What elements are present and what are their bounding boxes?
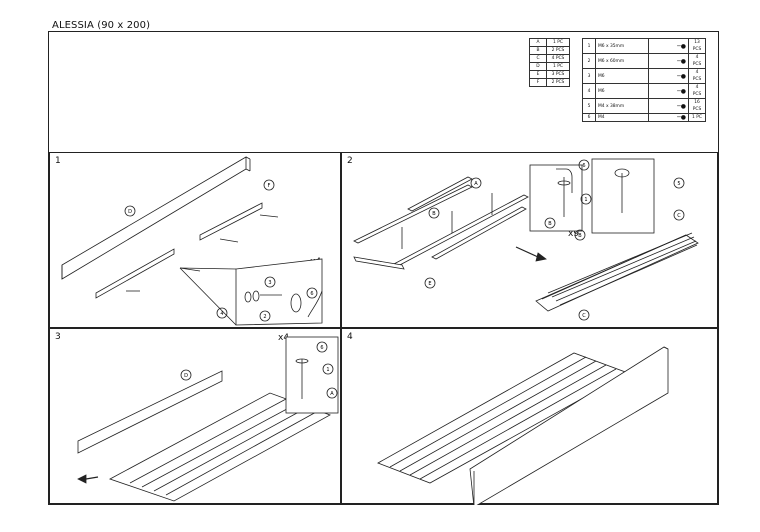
- callout-label: 1: [326, 367, 329, 373]
- part-letter: E: [529, 70, 547, 79]
- part-qty: 1 PC: [546, 38, 570, 47]
- step-number: 4: [347, 332, 353, 342]
- callout-label: 4: [220, 311, 223, 317]
- part-qty: 2 PCS: [546, 78, 570, 87]
- hardware-spec: M4 x 38mm: [595, 98, 649, 114]
- part-letter: C: [529, 54, 547, 63]
- step-number: 2: [347, 156, 353, 166]
- bolt-icon: ─●: [648, 38, 689, 54]
- callout-label: 6: [310, 291, 313, 297]
- hardware-number: 1: [582, 38, 596, 54]
- hardware-spec: M4: [595, 113, 649, 122]
- callout-label: D: [184, 373, 188, 379]
- hardware-qty: 4 PCS: [688, 53, 706, 69]
- hardware-qty: 13 PCS: [688, 38, 706, 54]
- step-3-panel: 3 x4 D 6 1: [49, 328, 341, 504]
- allen-key-icon: ─●: [648, 113, 689, 122]
- hardware-spec: M6 x 35mm: [595, 38, 649, 54]
- part-letter: A: [529, 38, 547, 47]
- callout-label: 1: [584, 197, 587, 203]
- callout-label: 2: [263, 314, 266, 320]
- step-3-illustration: D 6 1 A: [77, 336, 339, 502]
- callout-label: D: [128, 209, 132, 215]
- part-qty: 2 PCS: [546, 46, 570, 55]
- hardware-spec: M6: [595, 83, 649, 99]
- hardware-number: 2: [582, 53, 596, 69]
- step-number: 1: [55, 156, 61, 166]
- part-letter: B: [529, 46, 547, 55]
- hardware-number: 3: [582, 68, 596, 84]
- callout-label: 6: [320, 345, 323, 351]
- step-1-panel: 1 x4: [49, 152, 341, 328]
- hardware-number: 4: [582, 83, 596, 99]
- hardware-number: 6: [582, 113, 596, 122]
- callout-label: C: [582, 313, 586, 319]
- callout-label: 5: [677, 181, 680, 187]
- multiplier-label: x4: [278, 333, 290, 343]
- step-4-illustration: [377, 346, 669, 505]
- hardware-qty: 4 PCS: [688, 83, 706, 99]
- screw-icon: ─●: [648, 98, 689, 114]
- callout-label: A: [474, 181, 478, 187]
- hardware-qty: 1 PC: [688, 113, 706, 122]
- step-4-panel: 4: [341, 328, 718, 505]
- callout-label: B: [578, 233, 582, 239]
- callout-label: E: [428, 281, 431, 287]
- page-title: ALESSIA (90 x 200): [52, 20, 151, 31]
- hardware-spec: M6 x 60mm: [595, 53, 649, 69]
- hardware-spec: M6: [595, 68, 649, 84]
- long-bolt-icon: ─●: [648, 53, 689, 69]
- step-2-panel: 2 x9 x16: [341, 152, 718, 328]
- callout-label: F: [268, 183, 271, 189]
- hardware-number: 5: [582, 98, 596, 114]
- step-2-illustration: A B B E 6 1 B 5 C C: [353, 158, 699, 321]
- callout-label: 6: [582, 163, 585, 169]
- part-letter: D: [529, 62, 547, 71]
- part-qty: 1 PC: [546, 62, 570, 71]
- step-1-illustration: D F 3 4 2 6: [61, 156, 323, 326]
- callout-label: A: [330, 391, 334, 397]
- callout-label: B: [548, 221, 552, 227]
- hardware-qty: 16 PCS: [688, 98, 706, 114]
- callout-label: 3: [268, 280, 271, 286]
- part-letter: F: [529, 78, 547, 87]
- part-qty: 4 PCS: [546, 54, 570, 63]
- washer-icon: ─●: [648, 68, 689, 84]
- part-qty: 3 PCS: [546, 70, 570, 79]
- step-number: 3: [55, 332, 61, 342]
- callout-label: C: [677, 213, 681, 219]
- multiplier-label: x9: [568, 229, 580, 239]
- spring-washer-icon: ─●: [648, 83, 689, 99]
- hardware-qty: 4 PCS: [688, 68, 706, 84]
- callout-label: B: [432, 211, 436, 217]
